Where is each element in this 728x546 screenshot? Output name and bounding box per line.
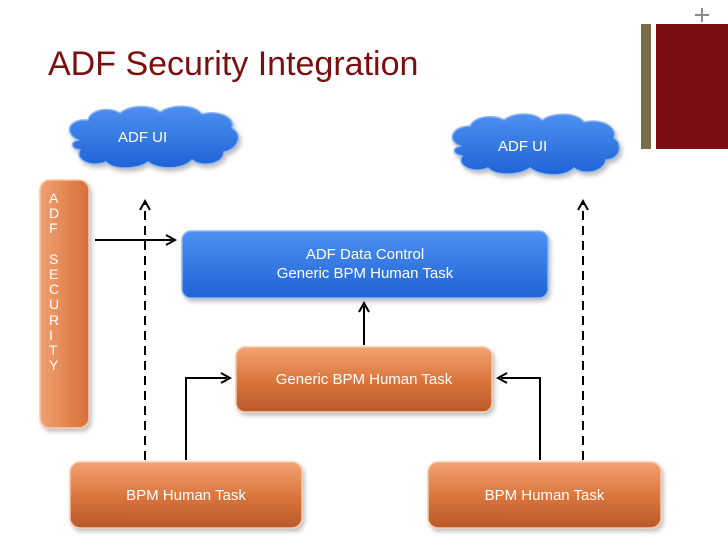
security-letter: D: [49, 205, 60, 222]
plus-icon: [695, 8, 709, 22]
cloud-shape-right: [451, 113, 621, 176]
task-right-to-generic-arrow-head: [495, 372, 508, 384]
data-control-box: [181, 230, 549, 299]
task-left-label: BPM Human Task: [126, 487, 246, 504]
generic-task-label: Generic BPM Human Task: [275, 371, 453, 388]
task-left-to-generic-arrow: [185, 377, 227, 460]
cloud-shape-left: [68, 105, 240, 169]
security-letter: E: [49, 265, 59, 282]
cloud-right-label: ADF UI: [498, 138, 548, 155]
task-right-label: BPM Human Task: [484, 487, 605, 504]
security-letter: U: [49, 296, 60, 313]
security-letter: C: [49, 281, 60, 298]
dashed-arrow-left-head: [139, 198, 151, 211]
task-left-box: [69, 461, 303, 529]
security-letter: S: [49, 250, 59, 267]
security-letter: Y: [49, 357, 59, 374]
security-letter: T: [49, 341, 58, 358]
task-right-to-generic-arrow: [501, 377, 541, 460]
security-to-control-arrow-head: [165, 234, 178, 246]
page-title: ADF Security Integration: [48, 45, 419, 83]
task-right-box: [427, 461, 662, 529]
data-control-line2: Generic BPM Human Task: [276, 265, 454, 282]
security-bar: [39, 179, 90, 429]
accent-bar-brown: [641, 24, 651, 149]
cloud-left-label: ADF UI: [118, 129, 168, 146]
data-control-line1: ADF Data Control: [305, 246, 425, 263]
security-letter: R: [49, 311, 60, 328]
task-left-to-generic-arrow-head: [220, 372, 233, 384]
dashed-arrow-right-head: [577, 198, 589, 211]
security-letter: [49, 237, 69, 252]
security-letter: A: [49, 190, 59, 206]
accent-bar-maroon: [656, 24, 728, 149]
security-bar-label: A D F S E C U R I T Y: [49, 190, 69, 374]
security-letter: I: [49, 326, 53, 343]
generic-to-control-arrow-head: [358, 300, 370, 313]
security-letter: F: [49, 220, 58, 237]
generic-task-box: [235, 346, 493, 413]
